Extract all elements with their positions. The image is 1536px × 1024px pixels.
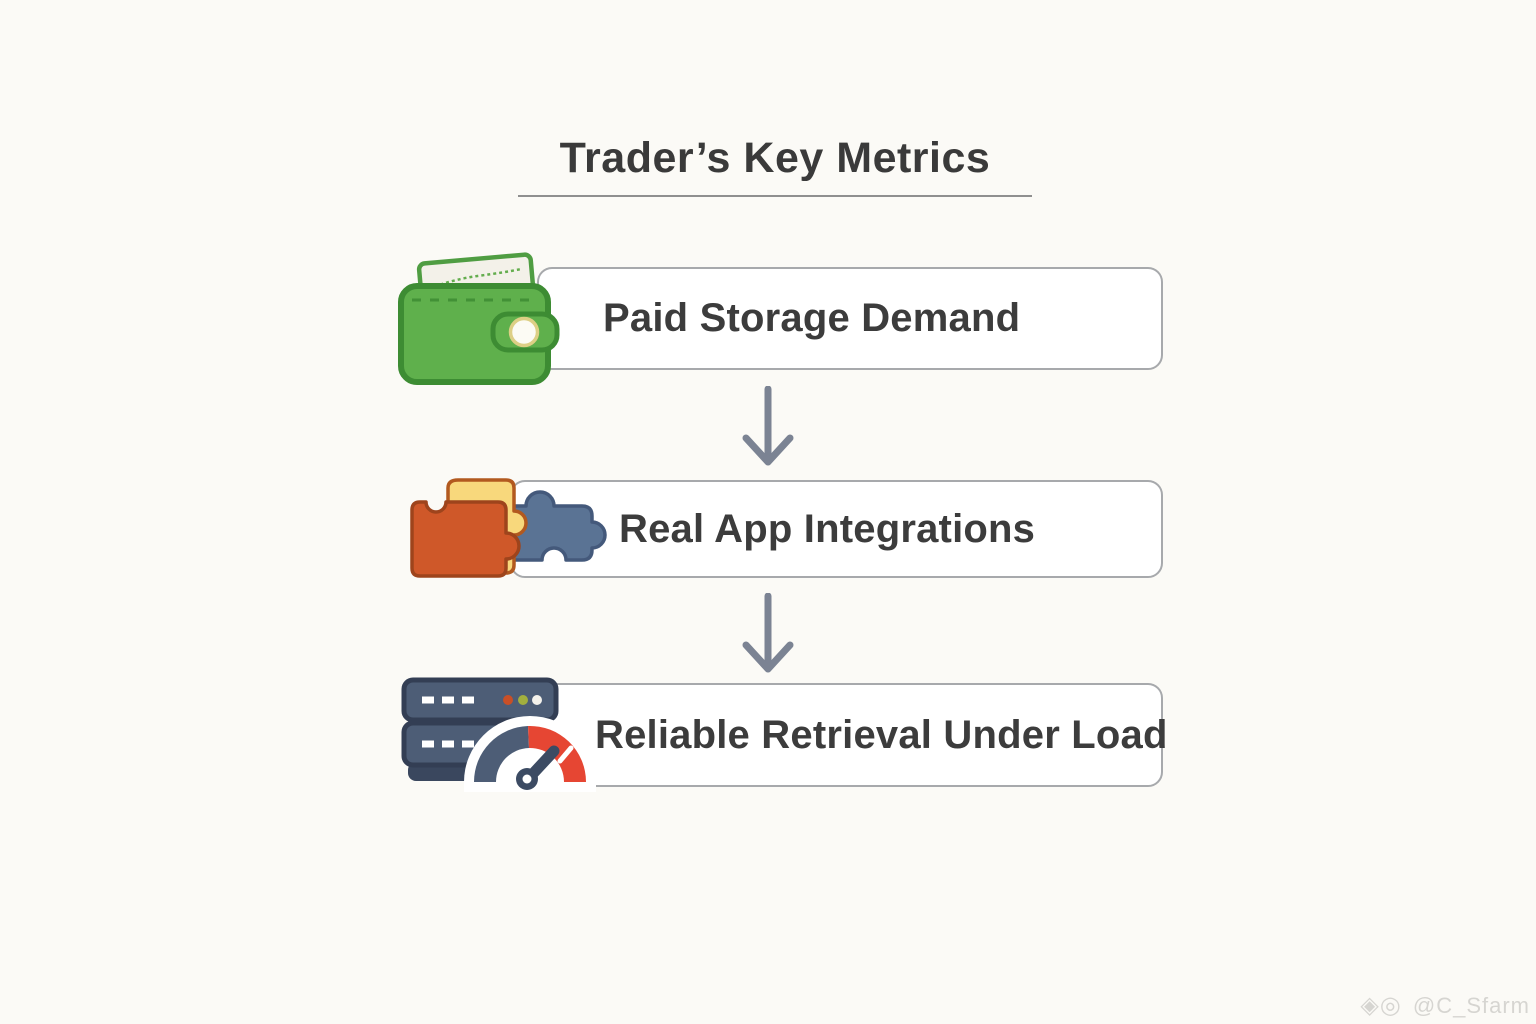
diagram-title: Trader’s Key Metrics: [559, 134, 991, 182]
down-arrow-icon: [742, 386, 794, 466]
watermark-text: @C_Sfarm: [1412, 993, 1530, 1018]
step-label: Real App Integrations: [619, 506, 1036, 551]
step-box-reliable-retrieval-under-load: Reliable Retrieval Under Load: [510, 683, 1167, 787]
step-box-real-app-integrations: Real App Integrations: [510, 480, 1163, 578]
wallet-icon: [398, 252, 560, 385]
step-label: Paid Storage Demand: [603, 296, 1021, 340]
puzzle-pieces-icon: [410, 478, 607, 578]
down-arrow-icon: [742, 593, 794, 673]
diagram-title-block: Trader’s Key Metrics: [518, 134, 1032, 197]
watermark-logo-icon: ◈◎: [1360, 992, 1402, 1019]
watermark: ◈◎ @C_Sfarm: [1360, 991, 1530, 1020]
step-label: Reliable Retrieval Under Load: [595, 712, 1168, 757]
step-box-paid-storage-demand: Paid Storage Demand: [537, 267, 1163, 370]
server-gauge-icon: [401, 677, 596, 792]
